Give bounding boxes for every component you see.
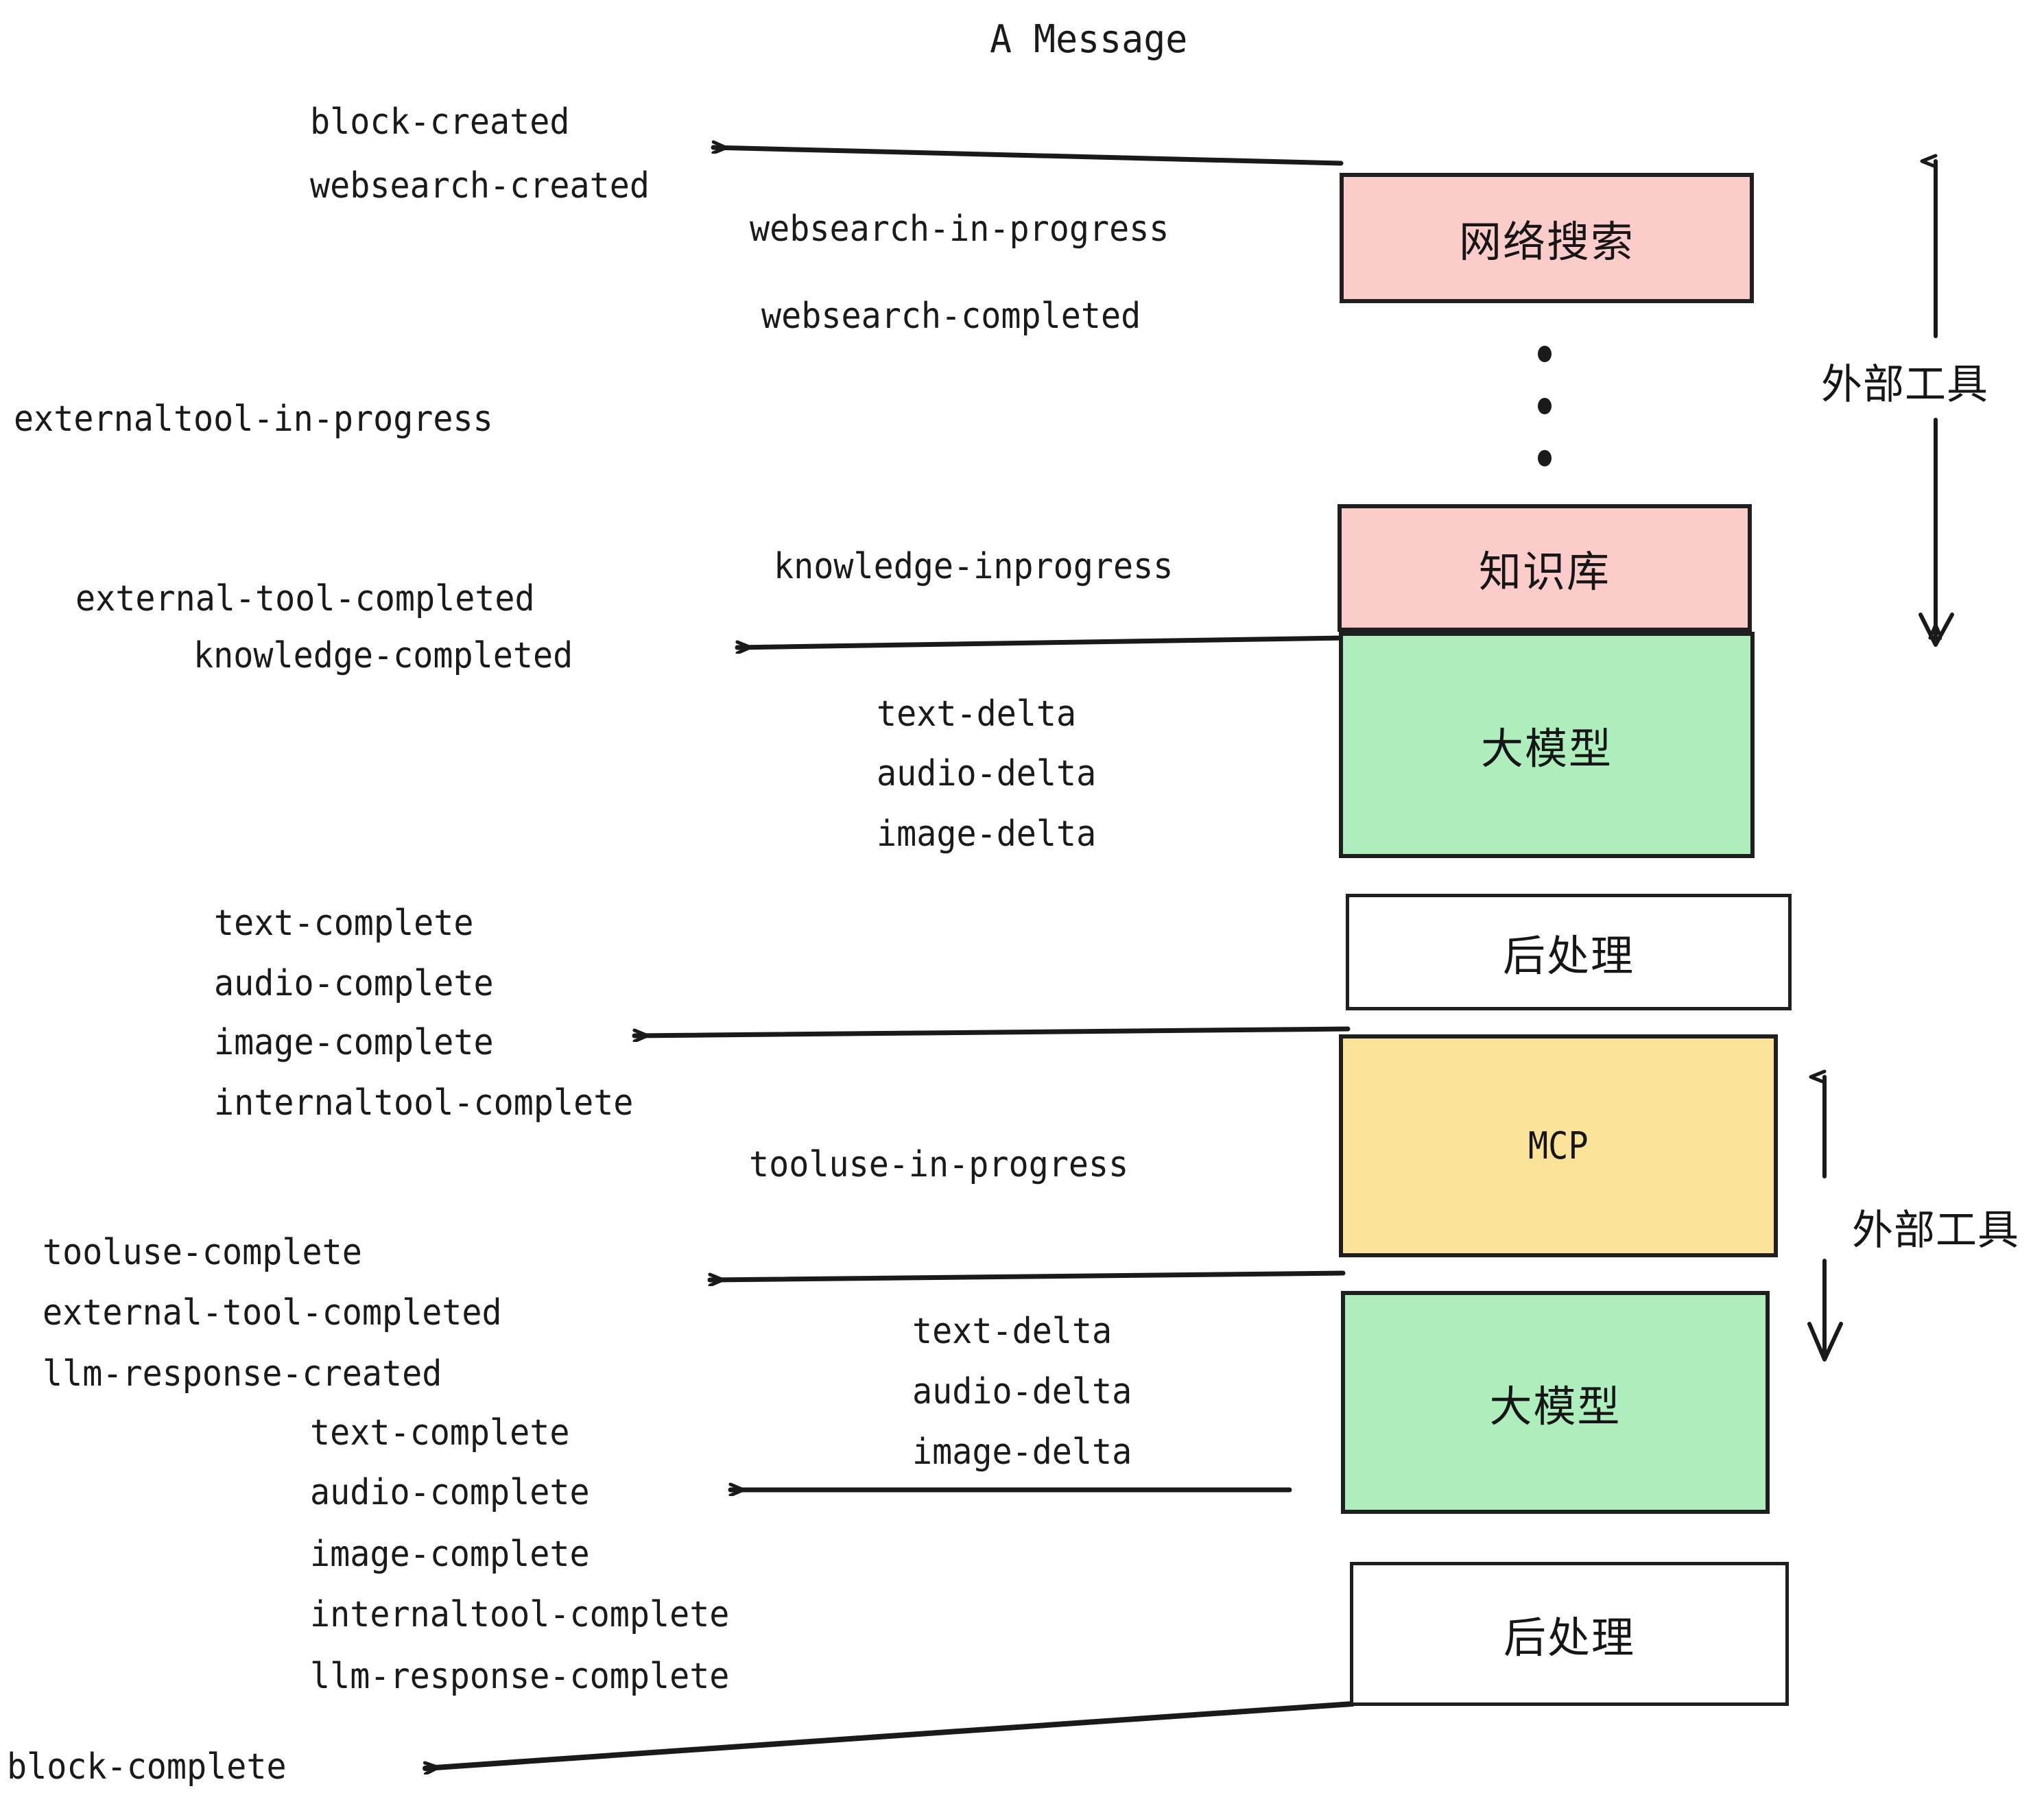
- box-postprocess-1[interactable]: 后处理: [1346, 894, 1792, 1010]
- box-llm-1[interactable]: 大模型: [1339, 632, 1755, 858]
- event-audio-complete-2: audio-complete: [310, 1472, 590, 1513]
- event-external-tool-completed-2: external-tool-completed: [43, 1292, 502, 1333]
- diagram-title: A Message: [990, 17, 1188, 62]
- event-websearch-completed: websearch-completed: [761, 296, 1141, 337]
- event-internaltool-complete-1: internaltool-complete: [214, 1082, 634, 1124]
- box-websearch[interactable]: 网络搜索: [1340, 173, 1754, 303]
- arrow-tooluse-complete: [707, 1270, 1346, 1280]
- event-audio-complete-1: audio-complete: [214, 963, 494, 1004]
- box-llm-1-label: 大模型: [1480, 724, 1613, 774]
- event-text-complete-2: text-complete: [310, 1412, 570, 1453]
- event-knowledge-completed: knowledge-completed: [193, 635, 573, 676]
- event-audio-delta-2: audio-delta: [912, 1371, 1132, 1412]
- event-image-delta-2: image-delta: [912, 1432, 1132, 1473]
- event-websearch-created: websearch-created: [310, 165, 650, 206]
- arrow-image-complete: [632, 1026, 1351, 1036]
- external-tools-label-top: 外部工具: [1821, 361, 1988, 409]
- event-websearch-in-progress: websearch-in-progress: [750, 209, 1169, 250]
- event-tooluse-complete: tooluse-complete: [43, 1232, 362, 1273]
- box-postprocess-1-label: 后处理: [1502, 931, 1635, 981]
- box-mcp[interactable]: MCP: [1339, 1034, 1778, 1257]
- event-image-delta-1: image-delta: [877, 814, 1097, 855]
- event-audio-delta-1: audio-delta: [877, 753, 1097, 794]
- event-text-complete-1: text-complete: [214, 903, 474, 944]
- box-knowledge[interactable]: 知识库: [1338, 504, 1752, 632]
- event-llm-response-created: llm-response-created: [43, 1353, 442, 1394]
- external-tools-label-bottom: 外部工具: [1852, 1207, 2019, 1255]
- arrow-block-complete: [423, 1701, 1355, 1768]
- event-internaltool-complete-2: internaltool-complete: [310, 1594, 730, 1635]
- event-tooluse-in-progress: tooluse-in-progress: [749, 1144, 1129, 1185]
- event-block-created: block-created: [310, 102, 570, 143]
- event-text-delta-1: text-delta: [877, 693, 1077, 735]
- box-mcp-label: MCP: [1528, 1124, 1589, 1167]
- arrow-knowledge-completed: [735, 635, 1347, 648]
- box-postprocess-2-label: 后处理: [1503, 1613, 1635, 1663]
- ellipsis-dot-2: [1538, 398, 1552, 414]
- event-externaltool-in-progress: externaltool-in-progress: [14, 399, 493, 440]
- arrow-block-created: [711, 147, 1344, 166]
- box-websearch-label: 网络搜索: [1458, 217, 1635, 267]
- box-knowledge-label: 知识库: [1478, 547, 1611, 597]
- event-image-complete-2: image-complete: [310, 1534, 590, 1575]
- box-llm-2[interactable]: 大模型: [1341, 1291, 1770, 1514]
- external-tools-arrow-bottom: [1807, 1077, 1843, 1362]
- event-knowledge-inprogress: knowledge-inprogress: [774, 546, 1174, 587]
- ellipsis-dot-3: [1538, 450, 1552, 466]
- event-block-complete: block-complete: [7, 1746, 287, 1788]
- box-llm-2-label: 大模型: [1489, 1381, 1621, 1432]
- event-external-tool-completed-1: external-tool-completed: [75, 578, 535, 619]
- event-image-complete-1: image-complete: [214, 1022, 494, 1063]
- box-postprocess-2[interactable]: 后处理: [1350, 1562, 1789, 1706]
- event-text-delta-2: text-delta: [912, 1311, 1113, 1352]
- event-llm-response-complete: llm-response-complete: [310, 1656, 730, 1697]
- ellipsis-dot-1: [1538, 346, 1552, 362]
